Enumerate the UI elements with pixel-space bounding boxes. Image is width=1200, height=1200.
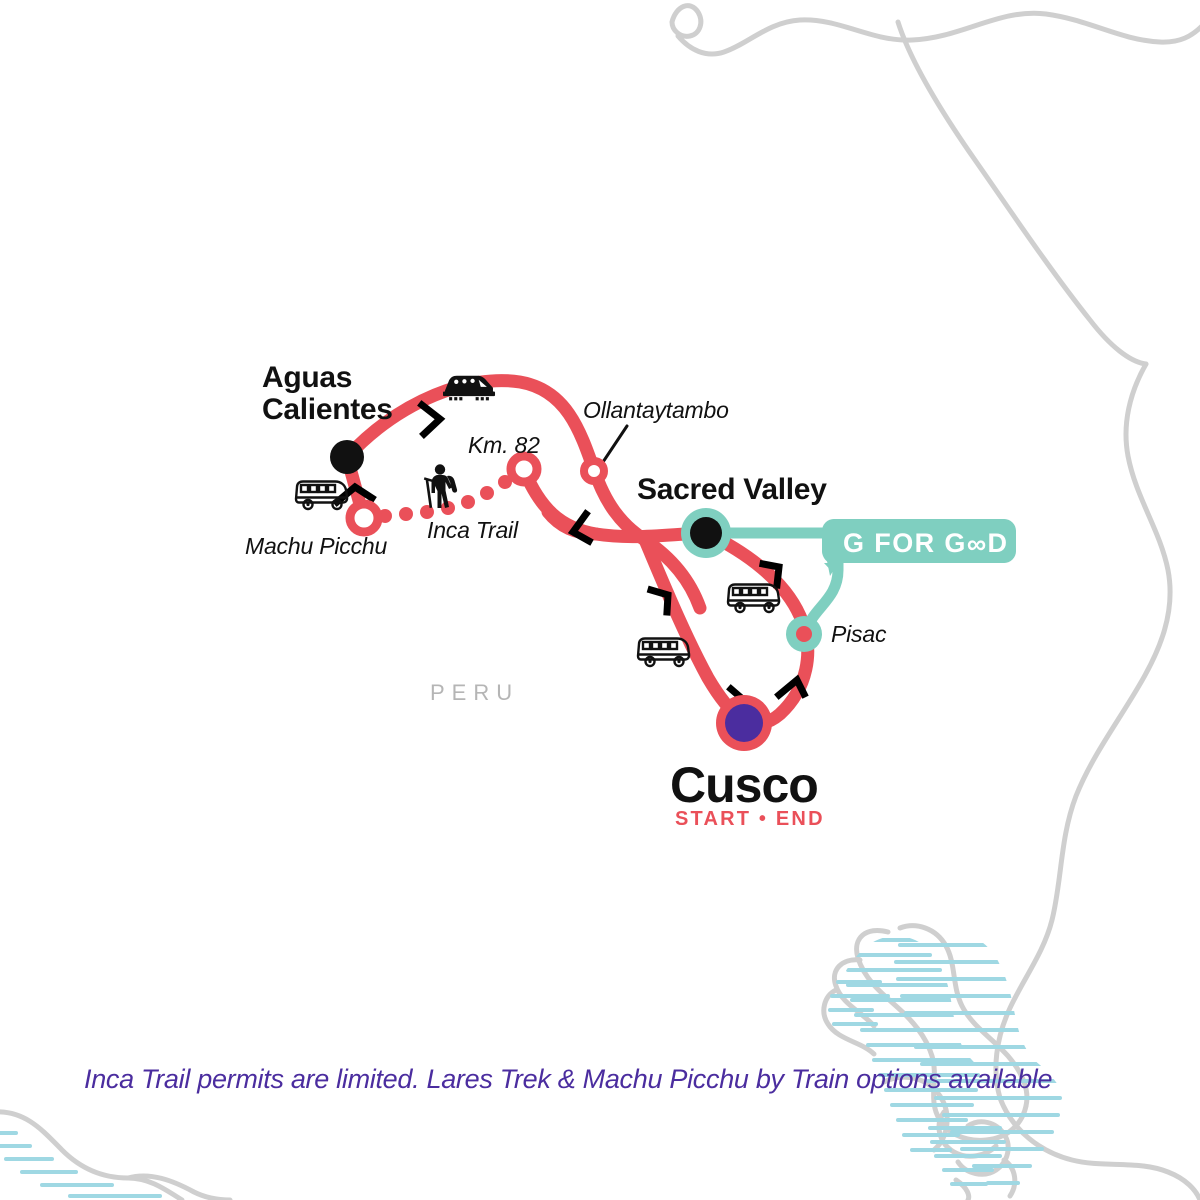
node-cusco bbox=[716, 695, 772, 751]
node-ollantaytambo bbox=[580, 457, 608, 485]
label-aguas-calientes: Aguas Calientes bbox=[262, 362, 393, 426]
node-aguas-calientes bbox=[330, 440, 364, 474]
direction-chevrons bbox=[332, 400, 809, 721]
label-inca-trail: Inca Trail bbox=[427, 517, 518, 543]
bus-icon-cusco bbox=[636, 637, 691, 668]
route-sacredvalley-cusco-west bbox=[638, 533, 749, 727]
node-sacred-valley bbox=[681, 508, 731, 558]
ollantaytambo-leader-line bbox=[601, 424, 629, 464]
hiker-icon bbox=[423, 464, 458, 509]
label-cusco: Cusco bbox=[670, 757, 819, 813]
node-km82 bbox=[506, 451, 542, 487]
label-machu-picchu: Machu Picchu bbox=[245, 533, 388, 559]
country-borders bbox=[669, 3, 1200, 1200]
g-for-good-badge[interactable] bbox=[822, 519, 1016, 577]
lake-water-hatching bbox=[828, 938, 1062, 1186]
node-machu-picchu bbox=[345, 499, 383, 537]
label-aguas-calientes-line1: Aguas bbox=[262, 361, 353, 394]
chevron-to-ollantaytambo bbox=[417, 400, 446, 439]
chevron-pisac-to-cusco bbox=[774, 674, 809, 700]
route-train-aguas-ollantaytambo bbox=[340, 374, 707, 615]
node-pisac bbox=[786, 616, 822, 652]
label-pisac: Pisac bbox=[831, 621, 887, 647]
label-cusco-start-end: START • END bbox=[675, 808, 825, 830]
label-sacred-valley: Sacred Valley bbox=[637, 473, 827, 506]
label-aguas-calientes-line2: Calientes bbox=[262, 392, 393, 426]
chevron-west-corridor bbox=[567, 509, 594, 546]
footer-caption: Inca Trail permits are limited. Lares Tr… bbox=[84, 1064, 1053, 1094]
g-for-good-label: G FOR G∞D bbox=[843, 528, 1008, 559]
g-for-good-prefix: G FOR G bbox=[843, 528, 967, 558]
bus-icon-sacred-valley bbox=[726, 583, 781, 614]
train-icon bbox=[443, 375, 496, 401]
label-ollantaytambo: Ollantaytambo bbox=[583, 397, 729, 423]
bus-icon-machu-picchu bbox=[294, 480, 349, 511]
chevron-to-pisac bbox=[758, 559, 783, 589]
chevron-cusco-west-leg bbox=[646, 585, 672, 616]
map-nodes bbox=[330, 440, 822, 751]
inca-trail-dotted-path bbox=[378, 475, 512, 523]
infinity-icon: ∞ bbox=[966, 529, 988, 559]
label-km-82: Km. 82 bbox=[468, 432, 540, 458]
route-west-corridor bbox=[541, 505, 603, 541]
label-country-peru: PERU bbox=[430, 680, 520, 705]
coastline-water-hatching bbox=[0, 1131, 162, 1198]
coastline bbox=[0, 1109, 233, 1200]
g-for-good-suffix: D bbox=[987, 528, 1009, 558]
